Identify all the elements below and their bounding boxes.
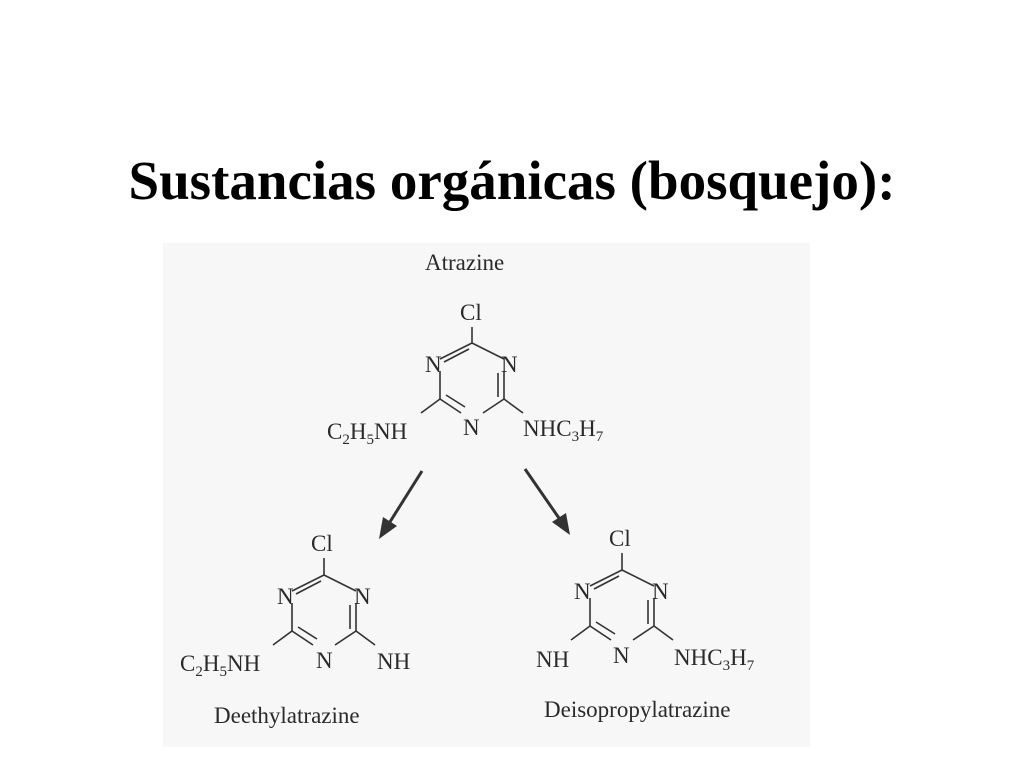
bond xyxy=(653,625,674,641)
chlorine-atom: Cl xyxy=(311,531,333,556)
bond xyxy=(595,621,616,635)
ethylamino-substituent: C2H5NH xyxy=(180,651,260,680)
bond xyxy=(291,574,325,592)
ring-nitrogen: N xyxy=(501,352,518,377)
bond xyxy=(589,625,612,641)
molecule-deisopropylatrazine: Cl N N N NH NHC3H7 Deiso xyxy=(536,526,755,722)
arrow-down-right-icon xyxy=(523,468,570,535)
ring-nitrogen: N xyxy=(425,352,442,377)
bond xyxy=(503,398,524,414)
molecule-deethylatrazine: Cl N N N C2H5NH NH Deeth xyxy=(180,531,410,728)
bond xyxy=(420,398,441,414)
bond xyxy=(621,569,655,587)
ring-nitrogen: N xyxy=(277,584,294,609)
ring-nitrogen: N xyxy=(316,648,333,673)
arrow-down-left-icon xyxy=(379,470,424,539)
reaction-scheme: Atrazine Cl N N N C2H5N xyxy=(180,250,755,728)
bond xyxy=(439,342,473,360)
isopropylamino-substituent: NHC3H7 xyxy=(523,416,604,445)
bond xyxy=(439,398,462,414)
ring-nitrogen: N xyxy=(652,579,669,604)
bond xyxy=(445,394,466,408)
bond xyxy=(632,625,655,641)
bond xyxy=(589,569,623,587)
bond xyxy=(482,398,505,414)
ring-nitrogen: N xyxy=(354,584,371,609)
bond xyxy=(570,625,591,641)
bond xyxy=(593,575,620,590)
bond xyxy=(334,630,357,646)
ring-nitrogen: N xyxy=(613,643,630,668)
bond xyxy=(295,580,322,595)
ethylamino-substituent: C2H5NH xyxy=(327,419,407,448)
bond xyxy=(471,342,505,360)
isopropylamino-substituent: NHC3H7 xyxy=(674,645,755,674)
amino-substituent: NH xyxy=(377,649,410,674)
bond xyxy=(323,574,357,592)
molecule-atrazine: Atrazine Cl N N N C2H5N xyxy=(327,250,604,448)
amino-substituent: NH xyxy=(536,647,569,672)
bond xyxy=(297,626,318,640)
bond xyxy=(443,348,470,363)
molecule-name-atrazine: Atrazine xyxy=(425,250,504,275)
chlorine-atom: Cl xyxy=(609,526,631,551)
bond xyxy=(272,630,293,646)
ring-nitrogen: N xyxy=(574,579,591,604)
reaction-figure: Atrazine Cl N N N C2H5N xyxy=(163,243,810,747)
slide-title: Sustancias orgánicas (bosquejo): xyxy=(128,150,896,211)
bond xyxy=(291,630,314,646)
molecule-name-deethylatrazine: Deethylatrazine xyxy=(214,703,360,728)
molecule-name-deisopropylatrazine: Deisopropylatrazine xyxy=(544,697,730,722)
ring-nitrogen: N xyxy=(463,415,480,440)
bond xyxy=(355,630,376,646)
chlorine-atom: Cl xyxy=(460,300,482,325)
